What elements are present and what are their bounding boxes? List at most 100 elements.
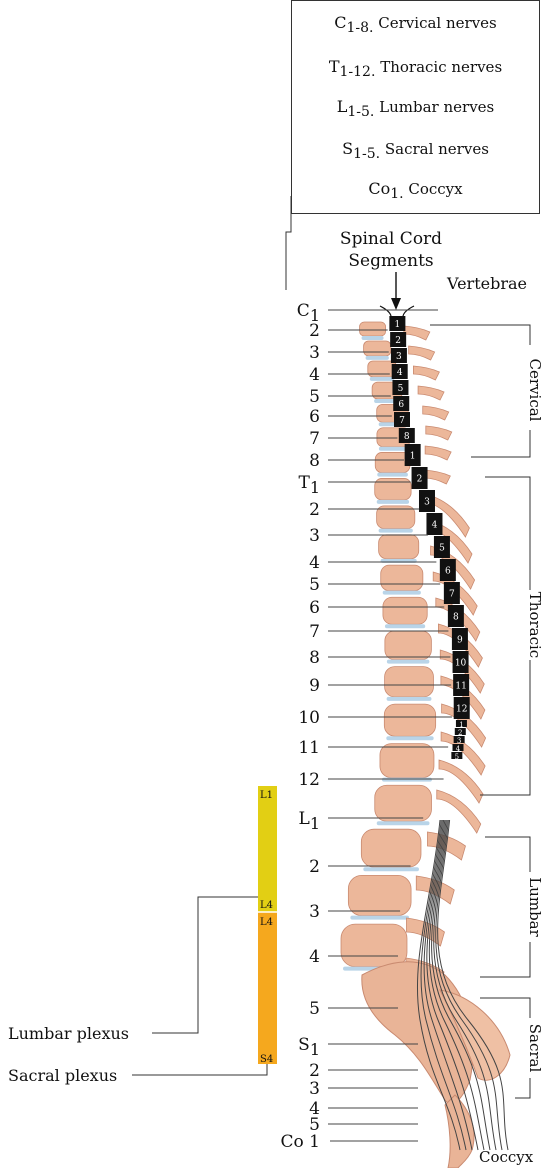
lumbar-label: Lumbar <box>526 877 541 937</box>
vertebral-body <box>348 875 411 915</box>
vertebral-body <box>379 535 419 559</box>
nerve-label: 5 <box>309 999 320 1019</box>
coccyx-bone <box>445 1095 474 1168</box>
nerve-label: 7 <box>309 429 320 449</box>
cord-segment-number: 11 <box>455 682 466 692</box>
intervertebral-disc <box>363 867 419 871</box>
cord-segment-number: 2 <box>417 475 423 485</box>
nerve-label: 6 <box>309 598 320 618</box>
sacral-plexus-leader <box>132 1064 267 1075</box>
cord-segment-number: 2 <box>395 336 401 346</box>
nerve-labels: C12345678T123456789101112L12345S12345Co … <box>281 301 320 1152</box>
nerve-label: 10 <box>298 708 320 728</box>
nerve-label: 11 <box>298 738 320 758</box>
intervertebral-disc <box>377 821 430 825</box>
nerve-label: 3 <box>309 343 320 363</box>
nerve-label: 2 <box>309 1061 320 1081</box>
intervertebral-disc <box>379 529 413 533</box>
intervertebral-disc <box>387 660 430 664</box>
nerve-label: 3 <box>309 526 320 546</box>
cord-segment-number: 1 <box>395 320 401 330</box>
vertebrae-label: Vertebrae <box>446 274 527 293</box>
cord-segment-number: 5 <box>398 384 404 394</box>
nerve-label: 4 <box>309 365 320 385</box>
intervertebral-disc <box>382 778 432 782</box>
nerve-label: 9 <box>309 676 320 696</box>
sacral-plexus-bar <box>258 912 277 1064</box>
cord-segment-number: 5 <box>439 544 445 554</box>
nerve-label: S1 <box>298 1035 320 1059</box>
plexus-l4-top-label: L4 <box>260 900 273 911</box>
spinal-cord-label-line2: Segments <box>348 251 433 271</box>
thoracic-label: Thoracic <box>526 592 541 658</box>
nerve-label: 12 <box>298 770 320 790</box>
spinous-process <box>424 470 450 484</box>
nerve-label: 4 <box>309 553 320 573</box>
nerve-label: 5 <box>309 575 320 595</box>
intervertebral-disc <box>386 736 433 740</box>
plexus-s4-label: S4 <box>260 1054 273 1065</box>
intervertebral-disc <box>379 447 408 451</box>
plexus-l4-bottom-label: L4 <box>260 917 273 928</box>
sacral-label: Sacral <box>526 1024 541 1073</box>
spinous-process <box>423 406 449 420</box>
intervertebral-disc <box>383 591 421 595</box>
nerve-label: 8 <box>309 648 320 668</box>
cord-segment-number: 9 <box>457 636 463 646</box>
cord-segment-number: 3 <box>424 498 430 508</box>
cord-segment-number: 8 <box>453 613 459 623</box>
cord-segment-number: 10 <box>455 659 467 669</box>
cord-segment-number: 8 <box>404 432 410 442</box>
nerve-label: 4 <box>309 947 320 967</box>
cord-segment-number: 5 <box>455 753 459 761</box>
cord-segment-number: 12 <box>456 705 467 715</box>
nerve-label: L1 <box>299 809 320 833</box>
vertebral-body <box>341 924 407 967</box>
cord-segment-number: 3 <box>457 737 461 745</box>
vertebral-body <box>383 597 427 624</box>
nerve-label: 2 <box>309 321 320 341</box>
nerve-label: Co 1 <box>281 1132 320 1152</box>
vertebral-body <box>375 785 432 821</box>
vertebral-body <box>381 565 423 591</box>
intervertebral-disc <box>387 697 432 701</box>
cord-segment-number: 4 <box>397 368 403 378</box>
nerve-label: 2 <box>309 500 320 520</box>
vertebral-body <box>361 829 421 867</box>
vertebral-body <box>384 704 435 736</box>
lumbar-plexus-label: Lumbar plexus <box>8 1024 129 1043</box>
vertebral-body <box>380 744 434 778</box>
segment-arrow-head <box>391 298 401 310</box>
vertebral-body <box>385 667 434 697</box>
nerve-label: 7 <box>309 622 320 642</box>
spinous-process <box>425 446 451 460</box>
cervical-label: Cervical <box>526 359 541 422</box>
vertebral-body <box>360 322 386 336</box>
nerve-label: 2 <box>309 857 320 877</box>
cord-segment-number: 4 <box>432 521 438 531</box>
nerve-label: 3 <box>309 902 320 922</box>
cord-segment-number: 6 <box>445 567 451 577</box>
spinous-process <box>404 326 430 340</box>
intervertebral-disc <box>377 500 409 504</box>
vertebral-body <box>385 631 432 660</box>
cord-segment-number: 1 <box>459 721 463 729</box>
vertebral-body <box>364 341 391 356</box>
nerve-label: 6 <box>309 407 320 427</box>
spinous-process <box>426 426 452 440</box>
spinous-process <box>413 366 439 380</box>
intervertebral-disc <box>385 624 425 628</box>
spinal-cord-label-line1: Spinal Cord <box>340 229 442 249</box>
spinous-process <box>409 346 435 360</box>
vertebral-column <box>341 322 436 971</box>
cord-segment-number: 1 <box>410 452 416 462</box>
cord-segment-number: 7 <box>449 590 455 600</box>
intervertebral-disc <box>366 356 389 360</box>
cord-segment-number: 4 <box>456 745 461 753</box>
cord-segment-number: 2 <box>458 729 462 737</box>
spinous-process <box>418 386 444 400</box>
intervertebral-disc <box>350 916 409 920</box>
intervertebral-disc <box>370 377 395 381</box>
nerve-label: 5 <box>309 387 320 407</box>
